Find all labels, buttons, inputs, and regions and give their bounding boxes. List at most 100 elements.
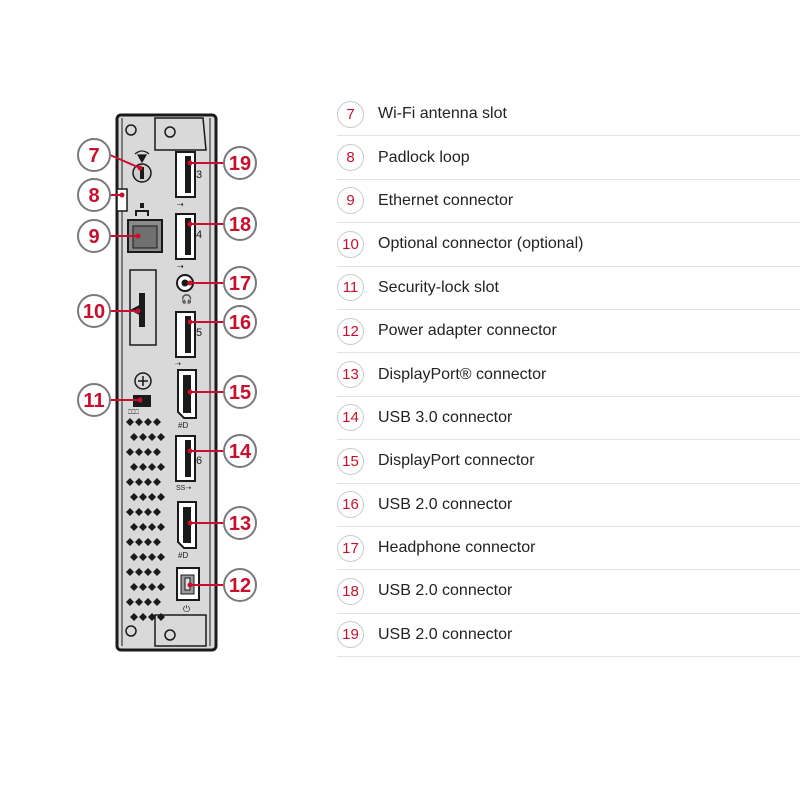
- vent-hole: [153, 448, 161, 456]
- vent-hole: [153, 538, 161, 546]
- vent-hole: [135, 478, 143, 486]
- callout-number: 16: [229, 312, 251, 334]
- vent-hole: [157, 463, 165, 471]
- vent-hole: [148, 553, 156, 561]
- legend-label: DisplayPort connector: [378, 452, 535, 470]
- displayport-icon: #D: [178, 421, 188, 430]
- callout-19: 19: [187, 146, 257, 180]
- displayport-icon: #D: [178, 551, 188, 560]
- legend-number-badge: 16: [337, 491, 364, 519]
- callout-circle: [223, 506, 257, 540]
- callout-12: 12: [187, 568, 257, 602]
- usb-port-14-number: 6: [196, 455, 202, 467]
- vent-hole: [144, 568, 152, 576]
- callout-leader-dot: [187, 520, 193, 526]
- screw-top-left: [125, 124, 137, 136]
- callout-8: 8: [77, 178, 125, 212]
- callout-leader-dot: [187, 389, 193, 395]
- legend-number-badge: 7: [337, 100, 364, 128]
- legend-item: 9 Ethernet connector: [337, 180, 800, 224]
- callout-leader-dot: [187, 319, 193, 325]
- legend-number-badge: 18: [337, 577, 364, 605]
- vent-hole: [144, 538, 152, 546]
- usb-ss-icon: SS⇢: [176, 485, 191, 492]
- callout-circle: [77, 383, 111, 417]
- callout-circle: [77, 294, 111, 328]
- screw-bottom-left: [125, 625, 137, 637]
- callout-circle: [77, 138, 111, 172]
- legend-number-badge: 15: [337, 447, 364, 475]
- legend-number-badge: 19: [337, 621, 364, 649]
- vent-hole: [130, 613, 138, 621]
- bracket-top: [154, 117, 207, 151]
- legend-item: 13 DisplayPort® connector: [337, 353, 800, 397]
- legend-label: Power adapter connector: [378, 322, 557, 340]
- legend-number-badge: 13: [337, 361, 364, 389]
- callout-circle: [223, 375, 257, 409]
- callout-number: 12: [229, 575, 251, 597]
- vent-hole: [148, 463, 156, 471]
- legend-number-badge: 10: [337, 230, 364, 258]
- vent-hole: [135, 538, 143, 546]
- callout-number: 9: [88, 226, 99, 248]
- legend-label: DisplayPort® connector: [378, 365, 547, 383]
- legend-label: Ethernet connector: [378, 191, 514, 209]
- legend-item: 12 Power adapter connector: [337, 310, 800, 354]
- legend-number-badge: 9: [337, 187, 364, 215]
- legend-label: Headphone connector: [378, 539, 536, 557]
- legend-number-badge: 17: [337, 534, 364, 562]
- legend-item: 7 Wi-Fi antenna slot: [337, 93, 800, 137]
- callout-leader-dot: [187, 160, 193, 166]
- rear-panel-diagram: ⎕⎕⎕ 3 ⇢ 4 ⇢ 🎧 5 ⇢ #D 6 SS⇢ #D ⏻ 78910111…: [77, 113, 257, 652]
- callout-leader-dot: [187, 221, 193, 227]
- vent-hole: [157, 523, 165, 531]
- callout-circle: [223, 305, 257, 339]
- usb-port-14-tongue: [185, 440, 191, 477]
- callout-number: 10: [83, 301, 105, 323]
- callout-15: 15: [187, 375, 257, 409]
- callout-number: 18: [229, 214, 251, 236]
- vent-hole: [139, 583, 147, 591]
- ethernet-icon: [135, 203, 149, 216]
- usb-port-19-tongue: [185, 156, 191, 193]
- legend-label: Security-lock slot: [378, 278, 499, 296]
- vent-hole: [157, 583, 165, 591]
- callout-circle: [223, 568, 257, 602]
- vent-hole: [126, 598, 134, 606]
- callout-number: 15: [229, 382, 251, 404]
- callout-number: 14: [229, 441, 252, 463]
- usb-icon: ⇢: [177, 200, 184, 209]
- legend-number-badge: 12: [337, 317, 364, 345]
- callout-number: 19: [229, 153, 251, 175]
- callout-9: 9: [77, 219, 141, 253]
- wifi-antenna-pin: [140, 167, 144, 179]
- vent-hole: [139, 613, 147, 621]
- vent-hole: [157, 613, 165, 621]
- callout-leader-dot: [135, 233, 141, 239]
- callout-circle: [223, 266, 257, 300]
- callout-11: 11: [77, 383, 143, 417]
- legend-label: Wi-Fi antenna slot: [378, 105, 507, 123]
- usb-icon: ⇢: [177, 262, 184, 271]
- callout-14: 14: [187, 434, 257, 468]
- vent-hole: [135, 448, 143, 456]
- vent-hole: [130, 583, 138, 591]
- vent-hole: [144, 448, 152, 456]
- headphone-icon: 🎧: [181, 293, 192, 305]
- vent-hole: [153, 478, 161, 486]
- screw-bottom-right: [164, 629, 176, 641]
- callout-leader-dot: [135, 308, 141, 314]
- usb-port-18-number: 4: [196, 229, 202, 241]
- callout-number: 17: [229, 273, 251, 295]
- callout-7: 7: [77, 138, 143, 172]
- vent-hole: [148, 493, 156, 501]
- vent-hole: [135, 508, 143, 516]
- callout-number: 7: [88, 145, 99, 167]
- vent-hole: [139, 433, 147, 441]
- legend-number-badge: 8: [337, 144, 364, 172]
- callout-circle: [77, 219, 111, 253]
- vent-hole: [130, 463, 138, 471]
